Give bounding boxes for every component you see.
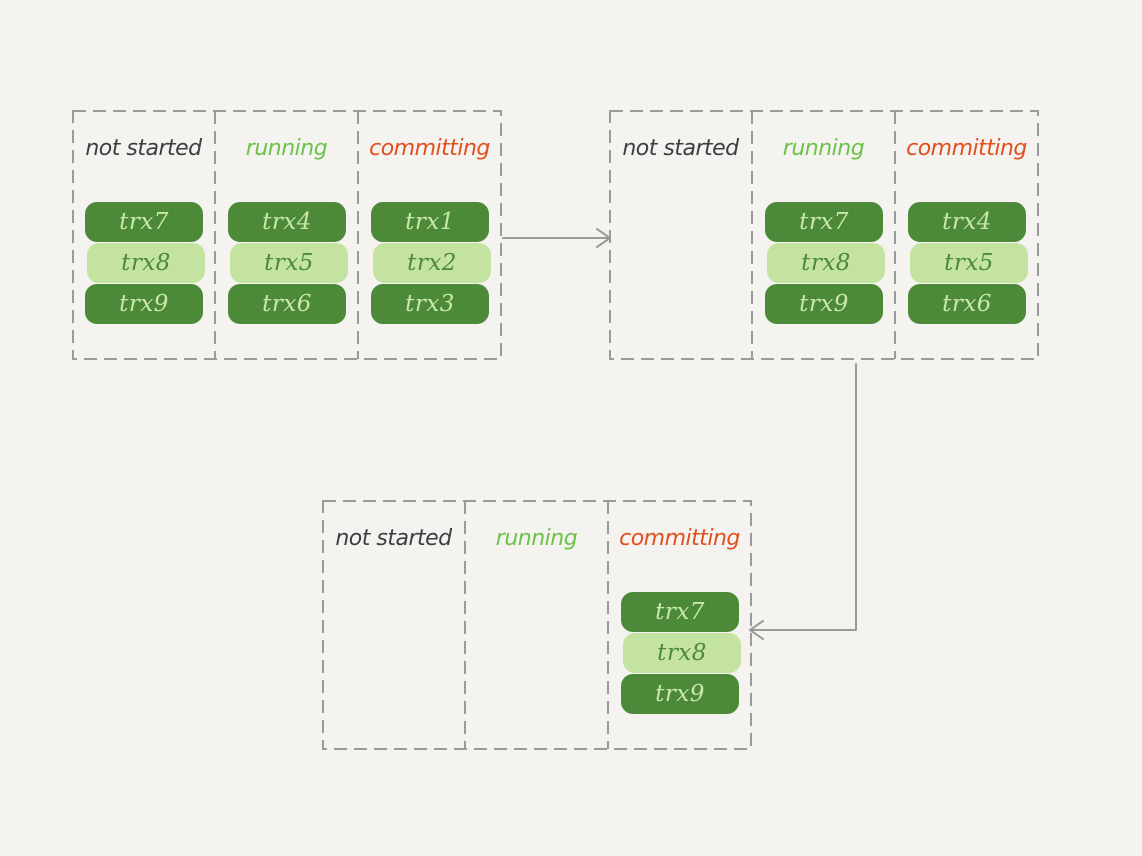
trx-block: trx7 [85, 202, 203, 242]
column-label-committing: committing [369, 136, 490, 161]
trx-block: trx9 [621, 674, 739, 714]
column-running: running [465, 500, 608, 750]
column-label-not-started: not started [622, 136, 739, 161]
arrow-panel1-to-panel2 [502, 228, 611, 248]
arrow-panel2-to-panel3 [749, 363, 857, 640]
column-not-started: not started [609, 110, 752, 360]
trx-block: trx8 [767, 243, 885, 283]
trx-block: trx6 [228, 284, 346, 324]
column-label-not-started: not started [335, 526, 452, 551]
column-not-started: not started [322, 500, 465, 750]
trx-block: trx4 [908, 202, 1026, 242]
trx-block: trx6 [908, 284, 1026, 324]
column-label-committing: committing [619, 526, 740, 551]
trx-block: trx2 [373, 243, 491, 283]
trx-block: trx3 [371, 284, 489, 324]
trx-block: trx5 [910, 243, 1028, 283]
trx-block: trx9 [765, 284, 883, 324]
column-label-running: running [782, 136, 865, 161]
trx-block: trx1 [371, 202, 489, 242]
column-label-committing: committing [906, 136, 1027, 161]
column-label-not-started: not started [85, 136, 202, 161]
trx-block: trx5 [230, 243, 348, 283]
column-label-running: running [245, 136, 328, 161]
dashed-frame [72, 110, 502, 360]
column-label-running: running [495, 526, 578, 551]
trx-block: trx7 [621, 592, 739, 632]
trx-block: trx8 [87, 243, 205, 283]
trx-block: trx9 [85, 284, 203, 324]
trx-block: trx4 [228, 202, 346, 242]
trx-block: trx8 [623, 633, 741, 673]
trx-block: trx7 [765, 202, 883, 242]
